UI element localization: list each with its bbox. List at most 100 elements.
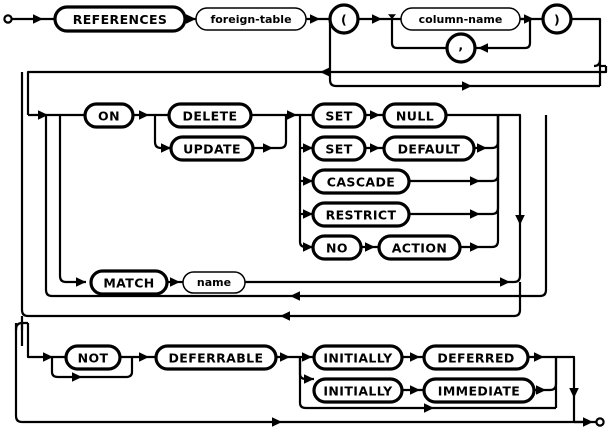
node-update[interactable]: UPDATE xyxy=(169,135,255,162)
node-action[interactable]: ACTION xyxy=(377,234,462,261)
arrow-icon xyxy=(310,14,320,24)
node-set-default-set[interactable]: SET xyxy=(311,135,367,162)
set-default-set-label: SET xyxy=(325,142,352,157)
track-row3-entry xyxy=(26,323,66,359)
node-initially-immediate[interactable]: INITIALLY xyxy=(312,377,404,404)
arrow-icon xyxy=(569,388,579,398)
track-update-merge xyxy=(253,115,288,150)
node-match[interactable]: MATCH xyxy=(89,269,169,296)
node-initially-deferred[interactable]: INITIALLY xyxy=(312,344,404,371)
arrow-icon xyxy=(303,176,313,186)
null-label: NULL xyxy=(396,109,434,124)
node-cascade[interactable]: CASCADE xyxy=(311,168,411,195)
arrow-icon xyxy=(478,43,488,53)
node-null[interactable]: NULL xyxy=(382,102,448,129)
node-references[interactable]: REFERENCES xyxy=(53,5,187,33)
arrow-icon xyxy=(536,385,546,395)
start-marker-group xyxy=(3,14,55,24)
track-optional-column-list-bypass xyxy=(328,19,600,88)
track-immediate-merge xyxy=(534,357,558,392)
node-on[interactable]: ON xyxy=(83,102,135,129)
arrow-icon xyxy=(280,352,290,362)
arrow-icon xyxy=(470,209,480,219)
arrow-icon xyxy=(470,242,480,252)
rparen-label: ) xyxy=(554,12,560,27)
arrow-icon xyxy=(477,143,487,153)
restrict-label: RESTRICT xyxy=(326,208,397,223)
arrow-icon xyxy=(524,14,534,24)
track-deferrable-block-bypass xyxy=(14,323,585,424)
arrow-icon xyxy=(303,143,313,153)
references-label: REFERENCES xyxy=(73,12,168,27)
node-not[interactable]: NOT xyxy=(64,344,122,371)
column-name-label: column-name xyxy=(419,13,503,26)
node-no[interactable]: NO xyxy=(311,234,363,261)
node-default[interactable]: DEFAULT xyxy=(382,135,476,162)
arrow-icon xyxy=(170,277,180,287)
on-label: ON xyxy=(98,109,120,124)
track-restrict-merge xyxy=(409,115,500,216)
track-action-merge xyxy=(460,115,500,249)
track-on-group-out-down xyxy=(498,113,522,284)
initially-immediate-label: INITIALLY xyxy=(323,384,393,399)
node-lparen[interactable]: ( xyxy=(328,3,360,35)
track-on-match-block-bypass xyxy=(20,72,29,318)
track-on-match-block-out xyxy=(28,282,522,318)
arrow-icon xyxy=(302,352,312,362)
node-comma[interactable]: , xyxy=(445,32,477,64)
arrow-icon xyxy=(38,110,48,120)
default-label: DEFAULT xyxy=(398,142,461,157)
arrow-icon xyxy=(500,277,510,287)
node-rparen[interactable]: ) xyxy=(541,3,573,35)
arrow-icon xyxy=(534,352,544,362)
arrow-icon xyxy=(370,110,380,120)
arrow-icon xyxy=(372,14,382,24)
node-set-null-set[interactable]: SET xyxy=(311,102,367,129)
comma-label: , xyxy=(458,38,463,53)
arrow-icon xyxy=(161,143,171,153)
not-label: NOT xyxy=(78,351,109,366)
track-initially-bypass xyxy=(298,357,556,410)
arrow-icon xyxy=(388,14,396,19)
track-comma-loop-left xyxy=(390,19,447,50)
node-column-name[interactable]: column-name xyxy=(400,7,521,31)
arrow-icon xyxy=(76,277,86,287)
arrow-icon xyxy=(287,110,297,120)
node-restrict[interactable]: RESTRICT xyxy=(311,201,411,228)
start-circle-icon xyxy=(3,14,13,24)
arrow-icon xyxy=(43,352,53,362)
track-wrap-row1-to-row2 xyxy=(26,66,608,104)
arrow-icon xyxy=(320,67,330,77)
arrow-icon xyxy=(304,374,314,384)
arrow-icon xyxy=(280,311,290,321)
arrow-icon xyxy=(583,417,593,427)
arrow-icon xyxy=(470,176,480,186)
arrow-icon xyxy=(410,352,420,362)
arrow-icon xyxy=(263,143,273,153)
track-choice-rail-to-match xyxy=(58,115,86,284)
arrow-icon xyxy=(410,385,420,395)
node-deferred[interactable]: DEFERRED xyxy=(422,344,530,371)
node-immediate[interactable]: IMMEDIATE xyxy=(422,377,536,404)
node-foreign-table[interactable]: foreign-table xyxy=(195,7,307,31)
node-delete[interactable]: DELETE xyxy=(167,102,253,129)
node-deferrable[interactable]: DEFERRABLE xyxy=(154,344,278,371)
arrow-icon xyxy=(303,242,313,252)
initially-deferred-label: INITIALLY xyxy=(323,351,393,366)
deferrable-label: DEFERRABLE xyxy=(169,351,264,366)
track-delete-update-split xyxy=(153,115,171,150)
arrow-icon xyxy=(72,372,82,382)
action-label: ACTION xyxy=(392,241,448,256)
node-name[interactable]: name xyxy=(182,271,246,294)
track-row3-out-down xyxy=(556,355,576,422)
arrow-icon xyxy=(370,143,380,153)
arrow-icon xyxy=(365,242,375,252)
comma-box[interactable] xyxy=(445,32,477,64)
arrow-icon xyxy=(424,403,434,413)
track-comma-loop-right xyxy=(475,17,532,50)
deferred-label: DEFERRED xyxy=(437,351,514,366)
track-row3-corner xyxy=(14,321,28,331)
update-label: UPDATE xyxy=(183,142,241,157)
no-label: NO xyxy=(326,241,348,256)
